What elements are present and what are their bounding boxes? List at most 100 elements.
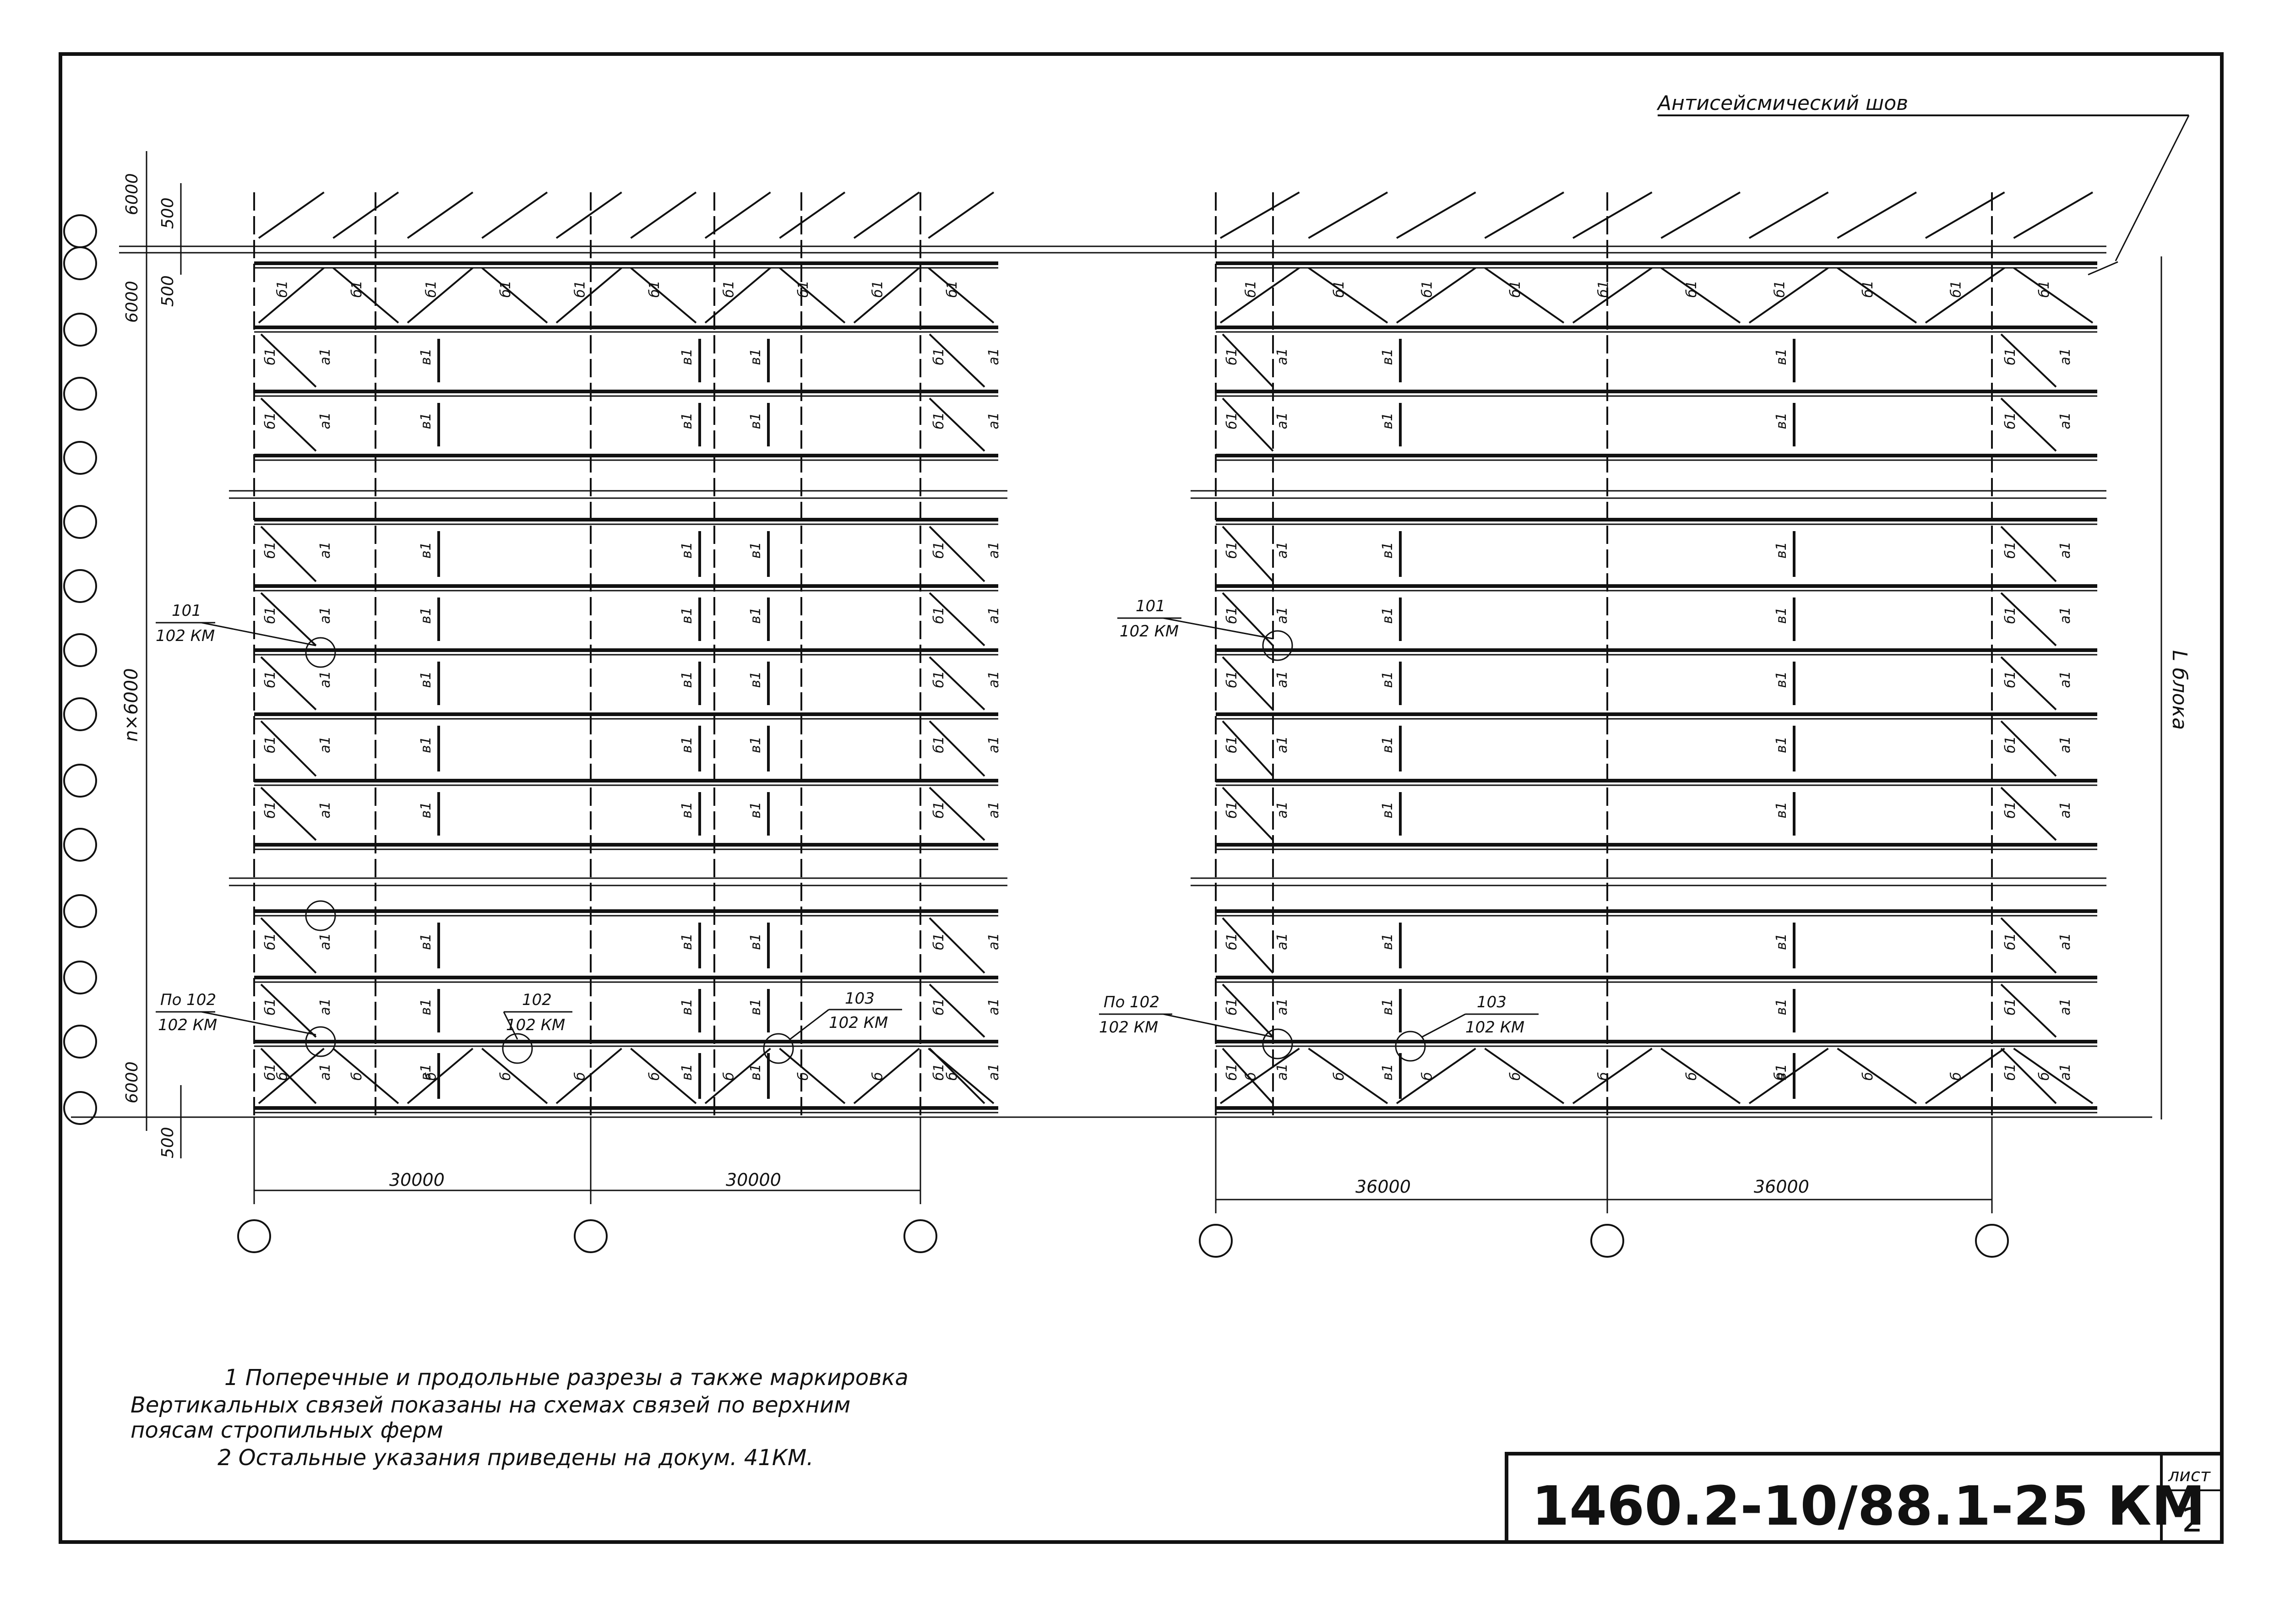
mark-v1: в1	[679, 999, 695, 1016]
end-bay-diagonal	[1222, 787, 1274, 841]
cross-brace-diagonal	[555, 1048, 622, 1104]
seismic-leader	[2115, 115, 2190, 261]
end-bay-diagonal	[1222, 656, 1274, 711]
seismic-leader-end	[2088, 261, 2118, 276]
vdim-label-nx6000: n×6000	[121, 668, 142, 742]
note-line: Вертикальных связей показаны на схемах с…	[131, 1392, 850, 1418]
end-bay-diagonal	[2000, 720, 2057, 777]
mark-b: б	[647, 1072, 663, 1081]
mark-b: б	[423, 1072, 439, 1081]
mark-b1: б1	[721, 280, 737, 298]
sheet-label: лист	[2168, 1465, 2211, 1485]
mark-v1: в1	[748, 413, 764, 429]
mark-b: б	[1331, 1072, 1347, 1081]
mark-b: б	[870, 1072, 886, 1081]
mark-a1: а1	[2057, 348, 2073, 365]
top-brace-diagonal	[1219, 191, 1300, 239]
mark-b1: б1	[647, 280, 663, 298]
mark-v1: в1	[1380, 999, 1396, 1016]
end-bay-diagonal	[929, 917, 985, 974]
cross-brace-diagonal	[779, 1048, 846, 1104]
svg-text:102 КМ: 102 КМ	[158, 1016, 217, 1034]
mark-b1: б1	[262, 736, 278, 753]
vdim-label: 6000	[123, 173, 141, 215]
top-brace-diagonal	[1748, 191, 1829, 239]
callout-103-left: 103 102 КМ	[763, 989, 902, 1064]
mark-b1: б1	[1331, 280, 1347, 298]
mark-v1: в1	[418, 999, 434, 1016]
svg-text:103: 103	[845, 989, 875, 1008]
mark-v1: в1	[748, 736, 764, 753]
axis-bubble	[63, 377, 97, 411]
end-bay-diagonal	[260, 592, 317, 646]
mark-b1: б1	[572, 280, 588, 298]
callout-102-left: 102 102 КМ	[502, 991, 572, 1064]
svg-text:102 КМ: 102 КМ	[506, 1016, 565, 1034]
axis-bubble	[63, 214, 97, 248]
mark-v1: в1	[1380, 348, 1396, 365]
mark-b1: б1	[262, 412, 278, 429]
mark-b1: б1	[1419, 280, 1435, 298]
axis-bubble	[63, 1025, 97, 1059]
svg-text:101: 101	[172, 602, 201, 620]
cross-brace-diagonal	[1837, 267, 1917, 324]
note-line: 1 Поперечные и продольные разрезы а такж…	[224, 1365, 909, 1390]
top-brace-diagonal	[481, 191, 548, 239]
cross-brace-diagonal	[1308, 1048, 1388, 1104]
mark-b: б	[498, 1072, 514, 1081]
end-bay-diagonal	[260, 656, 317, 711]
axis-bubble	[63, 1091, 97, 1125]
left-block-rows	[254, 191, 998, 1113]
document-code: 1460.2-10/88.1-25 КМ	[1532, 1474, 2205, 1537]
mark-v1: в1	[1774, 736, 1790, 753]
cross-brace-diagonal	[1572, 267, 1653, 324]
mark-b1: б1	[274, 280, 290, 298]
mark-b: б	[572, 1072, 588, 1081]
vdim-label: 500	[158, 1127, 177, 1158]
svg-text:103: 103	[1477, 993, 1507, 1011]
mark-b1: б1	[931, 736, 947, 753]
top-brace-diagonal	[928, 191, 995, 239]
axis-bubble	[237, 1219, 271, 1253]
mark-v1: в1	[418, 413, 434, 429]
mark-b1: б1	[2002, 801, 2018, 819]
mark-v1: в1	[418, 542, 434, 559]
title-block: 1460.2-10/88.1-25 КМ лист 2	[1505, 1452, 2224, 1544]
mark-v1: в1	[1380, 542, 1396, 559]
svg-text:102 КМ: 102 КМ	[1120, 622, 1179, 641]
mark-b1: б1	[2002, 671, 2018, 688]
cross-brace-diagonal	[1748, 267, 1829, 324]
mark-b1: б1	[2002, 348, 2018, 365]
mark-a1: а1	[1274, 412, 1290, 429]
axis-bubble	[63, 961, 97, 994]
mark-b1: б1	[931, 998, 947, 1016]
mark-v1: в1	[679, 413, 695, 429]
svg-text:По 102: По 102	[160, 991, 216, 1009]
mark-b1: б1	[1595, 280, 1611, 298]
mark-b1: б1	[262, 1063, 278, 1081]
mark-a1: а1	[986, 542, 1002, 559]
end-bay-diagonal	[1222, 1048, 1274, 1104]
mark-b1: б1	[262, 607, 278, 624]
cross-brace-diagonal	[1572, 1048, 1653, 1104]
mark-a1: а1	[317, 998, 333, 1015]
sheet-number: 2	[2182, 1501, 2203, 1539]
callout-po102-right: По 102 102 КМ	[1099, 993, 1293, 1059]
mark-v1: в1	[1774, 999, 1790, 1016]
axis-bubble	[63, 894, 97, 928]
mark-b1: б1	[1224, 348, 1240, 365]
mark-v1: в1	[679, 1064, 695, 1081]
mark-b1: б1	[1224, 736, 1240, 753]
mark-v1: в1	[418, 607, 434, 624]
mark-b1: б1	[795, 280, 811, 298]
mark-b1: б1	[1224, 933, 1240, 950]
cross-brace-diagonal	[555, 267, 622, 324]
cross-brace-diagonal	[704, 1048, 771, 1104]
cross-brace-diagonal	[407, 267, 473, 324]
mark-a1: а1	[2057, 412, 2073, 429]
cross-brace-diagonal	[1396, 1048, 1476, 1104]
end-bay-diagonal	[2000, 397, 2057, 452]
svg-text:102 КМ: 102 КМ	[1099, 1018, 1158, 1037]
end-bay-diagonal	[260, 397, 317, 452]
end-bay-diagonal	[2000, 983, 2057, 1038]
